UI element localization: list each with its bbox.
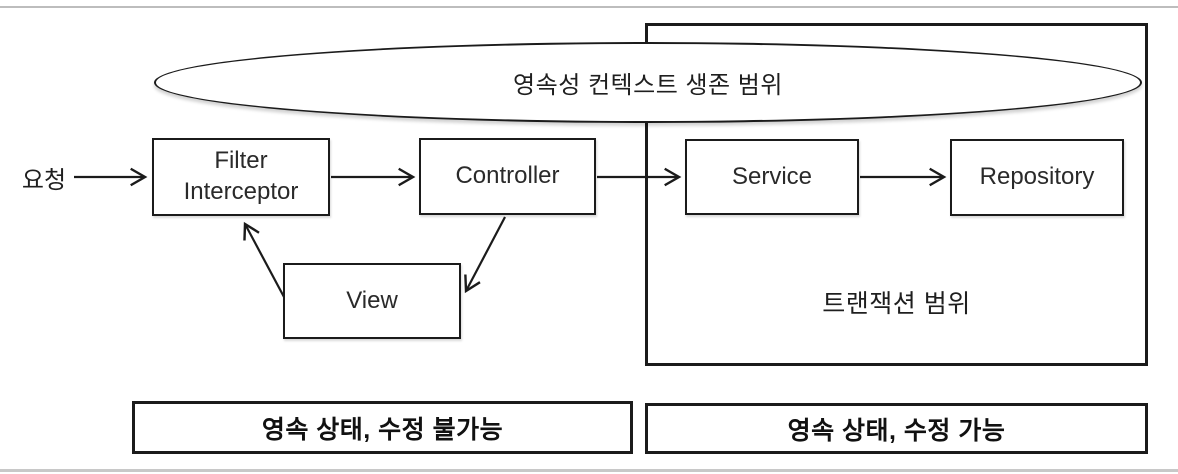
transaction-scope-box <box>645 23 1148 366</box>
legend-left-box: 영속 상태, 수정 불가능 <box>132 401 633 454</box>
node-controller: Controller <box>419 138 596 215</box>
node-filter-interceptor: Filter Interceptor <box>152 138 330 216</box>
node-service: Service <box>685 139 859 215</box>
persistence-context-label: 영속성 컨텍스트 생존 범위 <box>513 72 783 99</box>
node-view: View <box>283 263 461 339</box>
transaction-scope-label: 트랜잭션 범위 <box>822 290 971 318</box>
arrow-view-to-filter-icon <box>243 221 285 298</box>
node-label: Service <box>731 162 813 190</box>
node-label: Repository <box>979 163 1095 191</box>
top-border-line <box>0 6 1178 8</box>
bottom-border-line <box>0 469 1178 472</box>
persistence-context-ellipse: 영속성 컨텍스트 생존 범위 <box>154 42 1142 123</box>
node-label: Filter Interceptor <box>183 147 299 205</box>
node-label: Controller <box>455 162 560 190</box>
node-repository: Repository <box>950 139 1124 216</box>
arrow-controller-to-view-icon <box>464 216 506 294</box>
node-label: View <box>346 286 398 314</box>
request-label: 요청 <box>21 167 67 194</box>
legend-right-box: 영속 상태, 수정 가능 <box>645 403 1148 454</box>
legend-right-label: 영속 상태, 수정 가능 <box>787 416 1006 445</box>
legend-left-label: 영속 상태, 수정 불가능 <box>261 415 504 444</box>
